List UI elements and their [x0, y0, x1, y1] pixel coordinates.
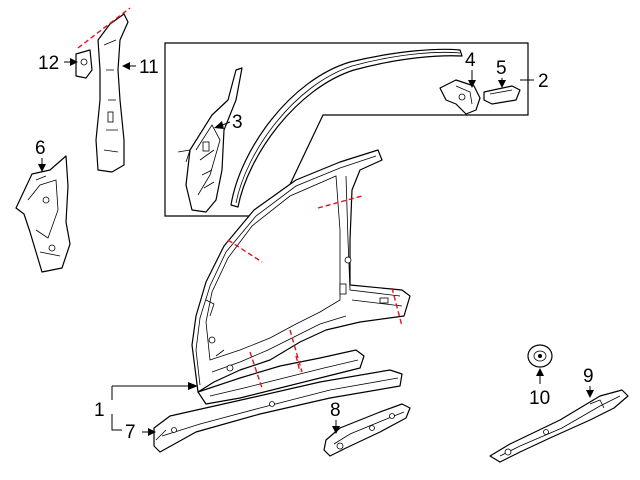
callout-11: 11	[139, 57, 159, 78]
callout-9: 9	[583, 366, 594, 387]
callout-7: 7	[125, 422, 136, 443]
part-2-roof-molding[interactable]	[230, 48, 463, 208]
part-5-end-cap[interactable]	[483, 85, 521, 105]
part-6-reinforcement[interactable]	[15, 155, 71, 273]
part-10-plug[interactable]	[527, 344, 553, 368]
callout-6: 6	[35, 138, 46, 159]
part-11-b-pillar[interactable]	[77, 7, 131, 173]
leader-lines	[38, 58, 594, 436]
part-12-plate[interactable]	[75, 49, 93, 79]
callout-10: 10	[529, 388, 550, 409]
part-3-pillar-trim[interactable]	[177, 67, 243, 213]
cut-lines	[227, 195, 403, 389]
part-1-body-side-outer[interactable]	[191, 149, 411, 405]
callout-8: 8	[330, 400, 341, 421]
inset-frame	[164, 42, 529, 217]
part-7-rocker-panel[interactable]	[153, 369, 403, 453]
part-9-rocker-extension[interactable]	[489, 389, 629, 463]
callout-3: 3	[232, 112, 243, 133]
callout-5: 5	[496, 58, 507, 79]
callout-2: 2	[538, 71, 549, 92]
callout-4: 4	[465, 50, 476, 71]
callout-1: 1	[94, 400, 105, 421]
part-8-sill-bracket[interactable]	[323, 403, 411, 457]
part-4-bracket[interactable]	[439, 79, 481, 115]
callout-12: 12	[38, 53, 59, 74]
cut-line	[77, 7, 131, 49]
